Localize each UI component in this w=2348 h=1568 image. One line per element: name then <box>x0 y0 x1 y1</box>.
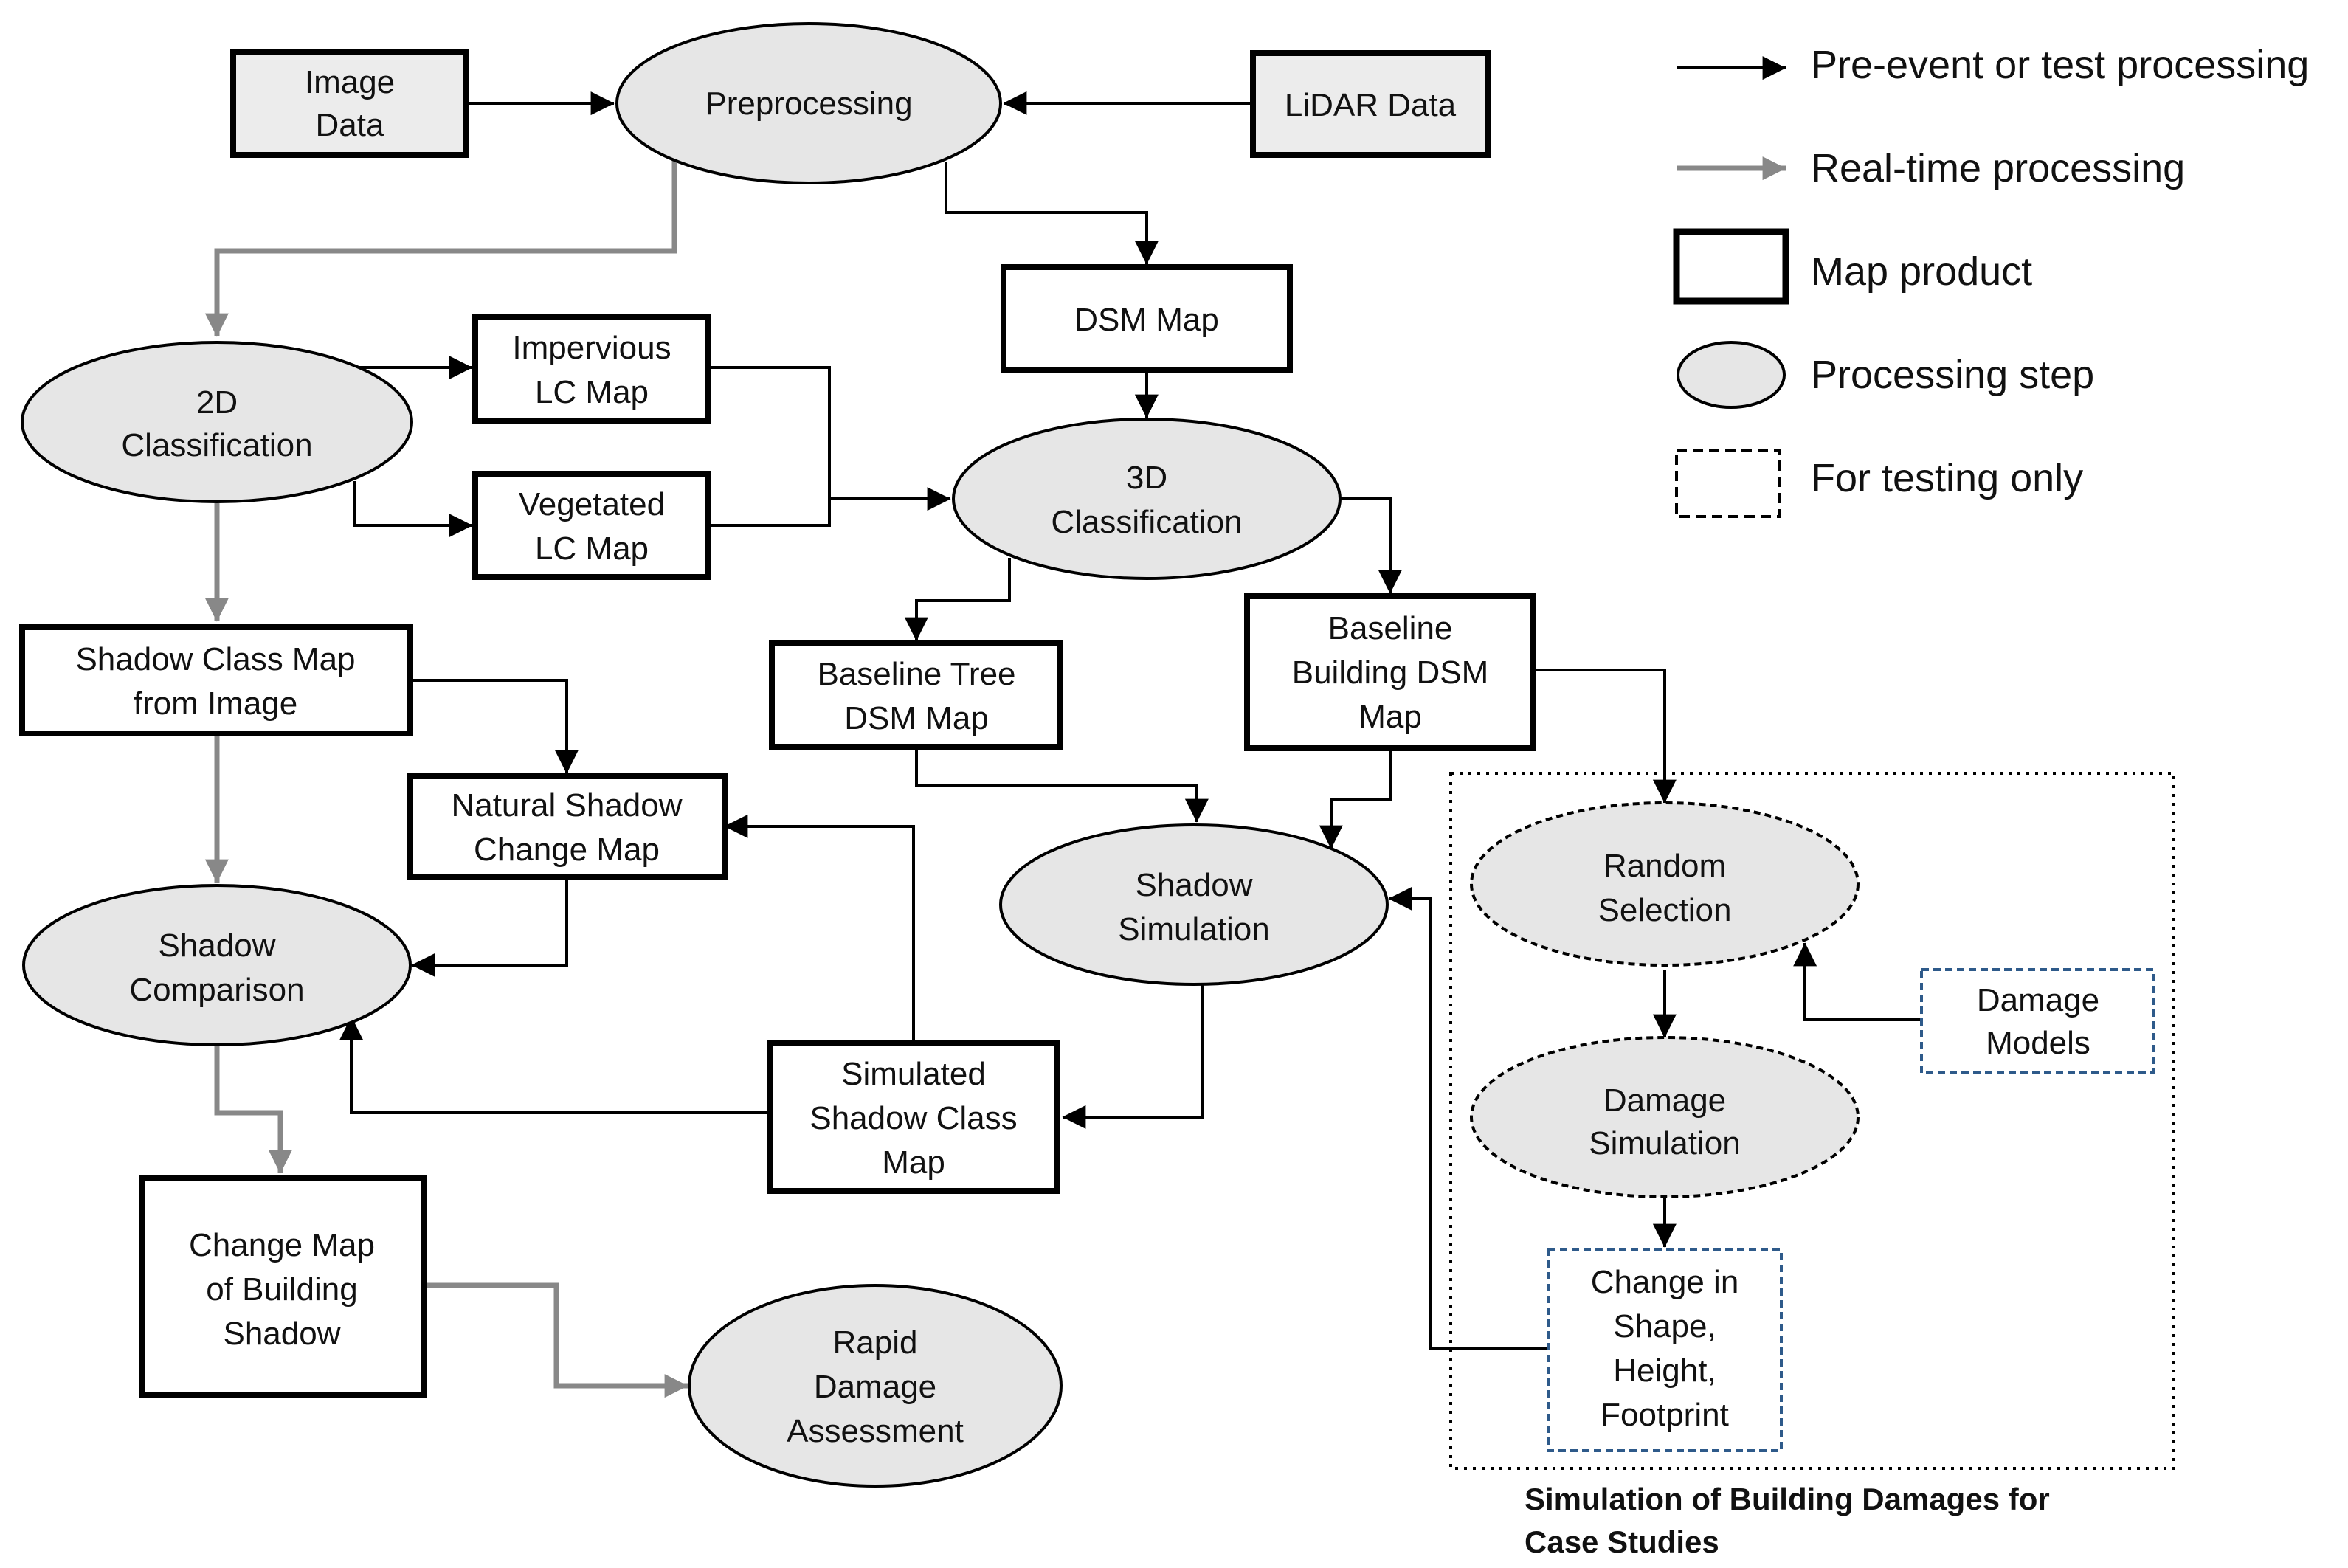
legend-item-real-time: Real-time processing <box>1677 146 2185 190</box>
node-preprocessing <box>615 22 1002 184</box>
node-rapid-damage-assessment <box>688 1284 1063 1488</box>
label-dsm-map: DSM Map <box>1074 302 1219 338</box>
legend-label-processing-step: Processing step <box>1811 353 2094 397</box>
node-natural-shadow-change <box>407 773 728 880</box>
connector-3d-to-tree-dsm <box>904 558 1011 641</box>
connector-simulated-to-natural <box>724 814 915 1042</box>
node-change-in-shape <box>1547 1248 1783 1452</box>
dashed-rectangle-icon <box>1675 449 1781 518</box>
node-simulated-shadow-class <box>767 1040 1060 1194</box>
connector-preprocessing-to-dsm <box>945 162 1159 265</box>
connector-tree-dsm-to-shadow-sim <box>915 748 1209 823</box>
legend-item-testing-only: For testing only <box>1675 449 2083 518</box>
connector-building-dsm-to-shadow-sim <box>1319 748 1392 849</box>
node-dsm-map <box>1001 264 1293 373</box>
testing-region-caption: Simulation of Building Damages for Case … <box>1525 1482 2058 1559</box>
legend-label-map-product: Map product <box>1811 249 2032 294</box>
node-vegetated-lc-map <box>472 471 711 580</box>
connector-3d-to-building-dsm <box>1339 497 1402 594</box>
node-shadow-class-map <box>19 624 413 736</box>
gray-ellipse-icon <box>1677 341 1786 409</box>
node-damage-simulation <box>1470 1036 1860 1198</box>
connector-change-to-shadow-sim <box>1388 886 1548 1350</box>
connector-change-map-to-rapid <box>427 1282 688 1398</box>
connector-vegetated-to-3d <box>708 487 951 527</box>
testing-region-frame <box>1449 772 2175 1470</box>
connector-shadow-class-to-natural <box>410 679 579 774</box>
connectors <box>204 91 1921 1398</box>
legend: Pre-event or test processing Real-time p… <box>1673 43 2309 518</box>
label-lidar-data: LiDAR Data <box>1285 87 1457 123</box>
nodes <box>19 22 2155 1488</box>
legend-label-testing-only: For testing only <box>1811 456 2083 500</box>
connector-building-dsm-to-random <box>1535 669 1677 804</box>
node-random-selection <box>1470 801 1860 967</box>
label-preprocessing: Preprocessing <box>705 86 912 122</box>
node-damage-models <box>1920 968 2155 1074</box>
node-2d-classification <box>21 341 413 503</box>
legend-item-pre-event: Pre-event or test processing <box>1677 43 2309 87</box>
node-3d-classification <box>952 418 1342 580</box>
node-change-map-building-shadow <box>139 1175 427 1398</box>
connector-impervious-to-3d <box>708 366 831 499</box>
connector-comparison-to-change-map <box>214 1045 292 1174</box>
node-shadow-simulation <box>999 823 1389 986</box>
legend-item-processing-step: Processing step <box>1677 341 2094 409</box>
connector-shadow-sim-to-simulated <box>1062 984 1204 1129</box>
connector-damage-models-to-random <box>1793 942 1921 1021</box>
node-shadow-comparison <box>22 884 412 1046</box>
node-baseline-tree-dsm <box>769 640 1063 750</box>
connector-simulated-to-comparison <box>339 1016 770 1114</box>
legend-label-pre-event: Pre-event or test processing <box>1811 43 2309 87</box>
node-baseline-building-dsm <box>1244 593 1536 751</box>
connector-natural-to-comparison <box>411 877 568 977</box>
node-lidar-data <box>1250 50 1491 158</box>
node-impervious-lc-map <box>472 314 711 424</box>
connector-preprocessing-to-2d <box>204 161 677 337</box>
thick-rectangle-icon <box>1673 228 1789 305</box>
node-image-data <box>230 49 469 158</box>
legend-item-map-product: Map product <box>1673 228 2032 305</box>
connector-2d-to-vegetated <box>353 481 473 538</box>
legend-label-real-time: Real-time processing <box>1811 146 2185 190</box>
